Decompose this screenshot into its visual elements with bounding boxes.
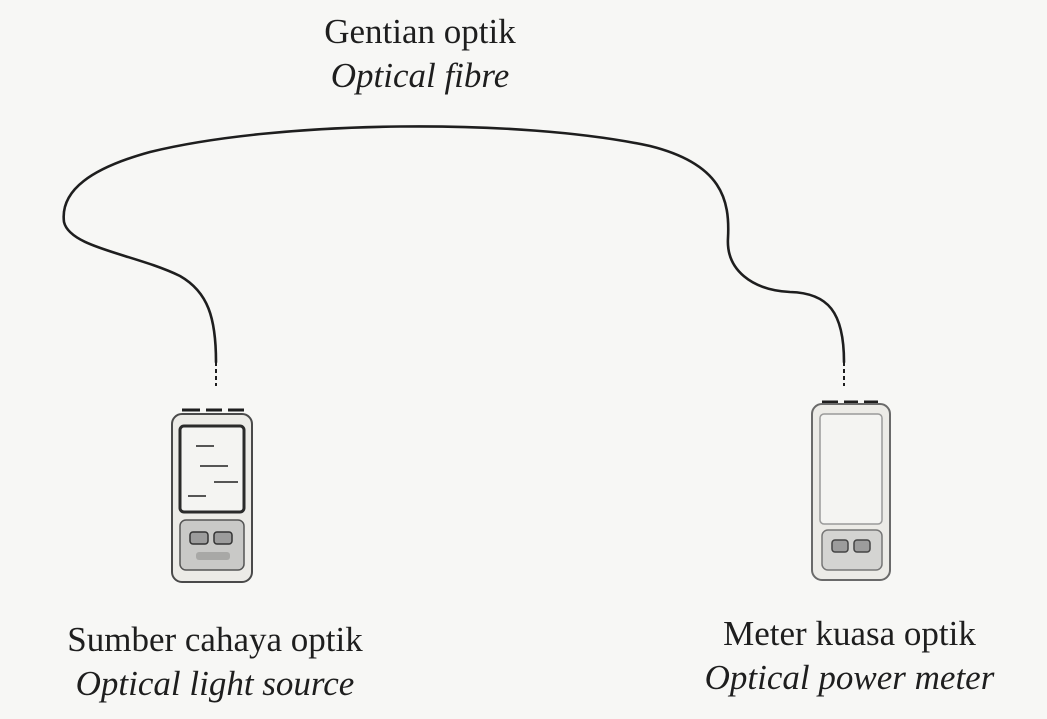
light-source-button-left: [189, 531, 209, 545]
power-meter-button-left: [831, 539, 849, 553]
optical-power-meter-label-en: Optical power meter: [704, 658, 995, 697]
optical-fibre-label-ms: Gentian optik: [324, 12, 516, 51]
optical-light-source-label-ms: Sumber cahaya optik: [67, 620, 363, 659]
optical-fibre-label-en: Optical fibre: [330, 56, 510, 95]
power-meter-connector: [822, 362, 878, 404]
light-source-screen: [178, 424, 246, 514]
optical-light-source-label-en: Optical light source: [75, 664, 355, 703]
power-meter-screen: [819, 413, 883, 525]
light-source-connector: [182, 362, 244, 412]
light-source-button-right: [213, 531, 233, 545]
power-meter-keypad: [821, 529, 883, 571]
optical-light-source-label: Sumber cahaya optik Optical light source: [0, 618, 430, 706]
optical-fibre-cable: [62, 125, 846, 364]
optical-light-source-device: [171, 413, 253, 583]
light-source-keypad: [179, 519, 245, 571]
optical-power-meter-device: [811, 403, 891, 581]
optical-power-meter-label-ms: Meter kuasa optik: [723, 614, 976, 653]
optical-power-meter-label: Meter kuasa optik Optical power meter: [657, 612, 1042, 700]
power-meter-button-right: [853, 539, 871, 553]
optical-fibre-label: Gentian optik Optical fibre: [210, 10, 630, 98]
